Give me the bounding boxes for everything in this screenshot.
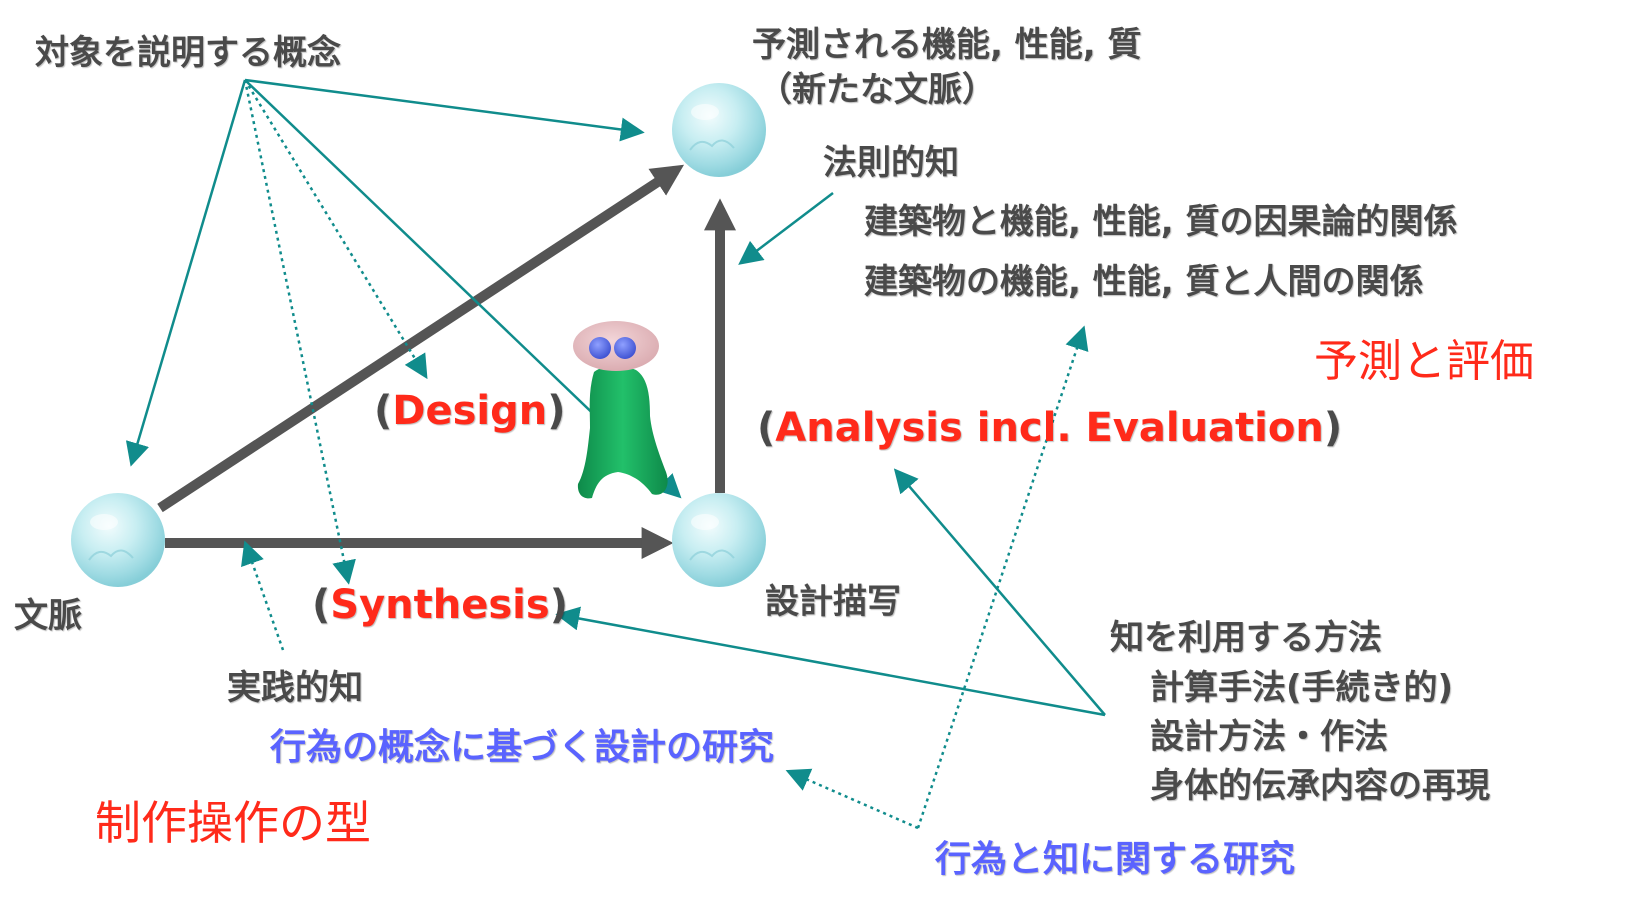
making-type-label: 制作操作の型 — [95, 796, 371, 850]
open-paren: ( — [374, 388, 393, 434]
causal-label: 建築物と機能, 性能, 質の因果論的関係 — [864, 202, 1458, 242]
arrow-concept-to-predicted — [244, 78, 645, 142]
arrow-concept-to-context — [125, 79, 247, 467]
concept-label: 対象を説明する概念 — [35, 33, 341, 73]
design-label: (Design) — [374, 388, 566, 434]
arrow-method-to-synthesis — [555, 606, 1106, 717]
close-paren: ) — [1323, 405, 1343, 451]
predicted-label: 予測される機能, 性能, 質 — [752, 25, 1142, 65]
sphere-node-context — [71, 493, 165, 587]
human-relation-label: 建築物の機能, 性能, 質と人間の関係 — [864, 262, 1424, 302]
act-research-label: 行為の概念に基づく設計の研究 — [270, 727, 775, 768]
analysis-word: Analysis incl. Evaluation — [775, 405, 1324, 451]
practical-label: 実践的知 — [227, 668, 363, 708]
close-paren: ) — [547, 388, 566, 434]
dotted-practical-to-arrow — [241, 540, 285, 651]
predict-eval-label: 予測と評価 — [1314, 336, 1534, 387]
dotted-research-to-act — [785, 768, 919, 830]
arrow-nomological-to-vertical — [738, 192, 834, 265]
method-2-label: 設計方法・作法 — [1150, 717, 1388, 757]
figure-character — [573, 321, 668, 499]
design-word: Design — [392, 388, 548, 434]
close-paren: ) — [549, 582, 568, 628]
method-3-label: 身体的伝承内容の再現 — [1150, 766, 1490, 806]
open-paren: ( — [757, 405, 776, 451]
method-1-label: 計算手法(手続き的) — [1150, 668, 1454, 708]
arrow-method-to-analysis — [893, 468, 1106, 716]
act-knowledge-label: 行為と知に関する研究 — [935, 839, 1296, 880]
dotted-concept-to-synthesis — [243, 79, 356, 585]
dotted-concept-to-design — [243, 79, 428, 380]
new-context-label: （新たな文脈） — [758, 70, 996, 110]
synthesis-word: Synthesis — [330, 582, 550, 628]
open-paren: ( — [312, 582, 331, 628]
sphere-node-predicted — [672, 83, 766, 177]
analysis-label: (Analysis incl. Evaluation) — [757, 405, 1342, 451]
synthesis-label: (Synthesis) — [312, 582, 568, 628]
sphere-node-description — [672, 493, 766, 587]
nomological-label: 法則的知 — [823, 143, 959, 183]
arrow-context-to-predicted — [157, 164, 685, 513]
context-label: 文脈 — [14, 596, 82, 636]
description-label: 設計描写 — [765, 582, 901, 622]
knowledge-use-label: 知を利用する方法 — [1110, 618, 1382, 658]
